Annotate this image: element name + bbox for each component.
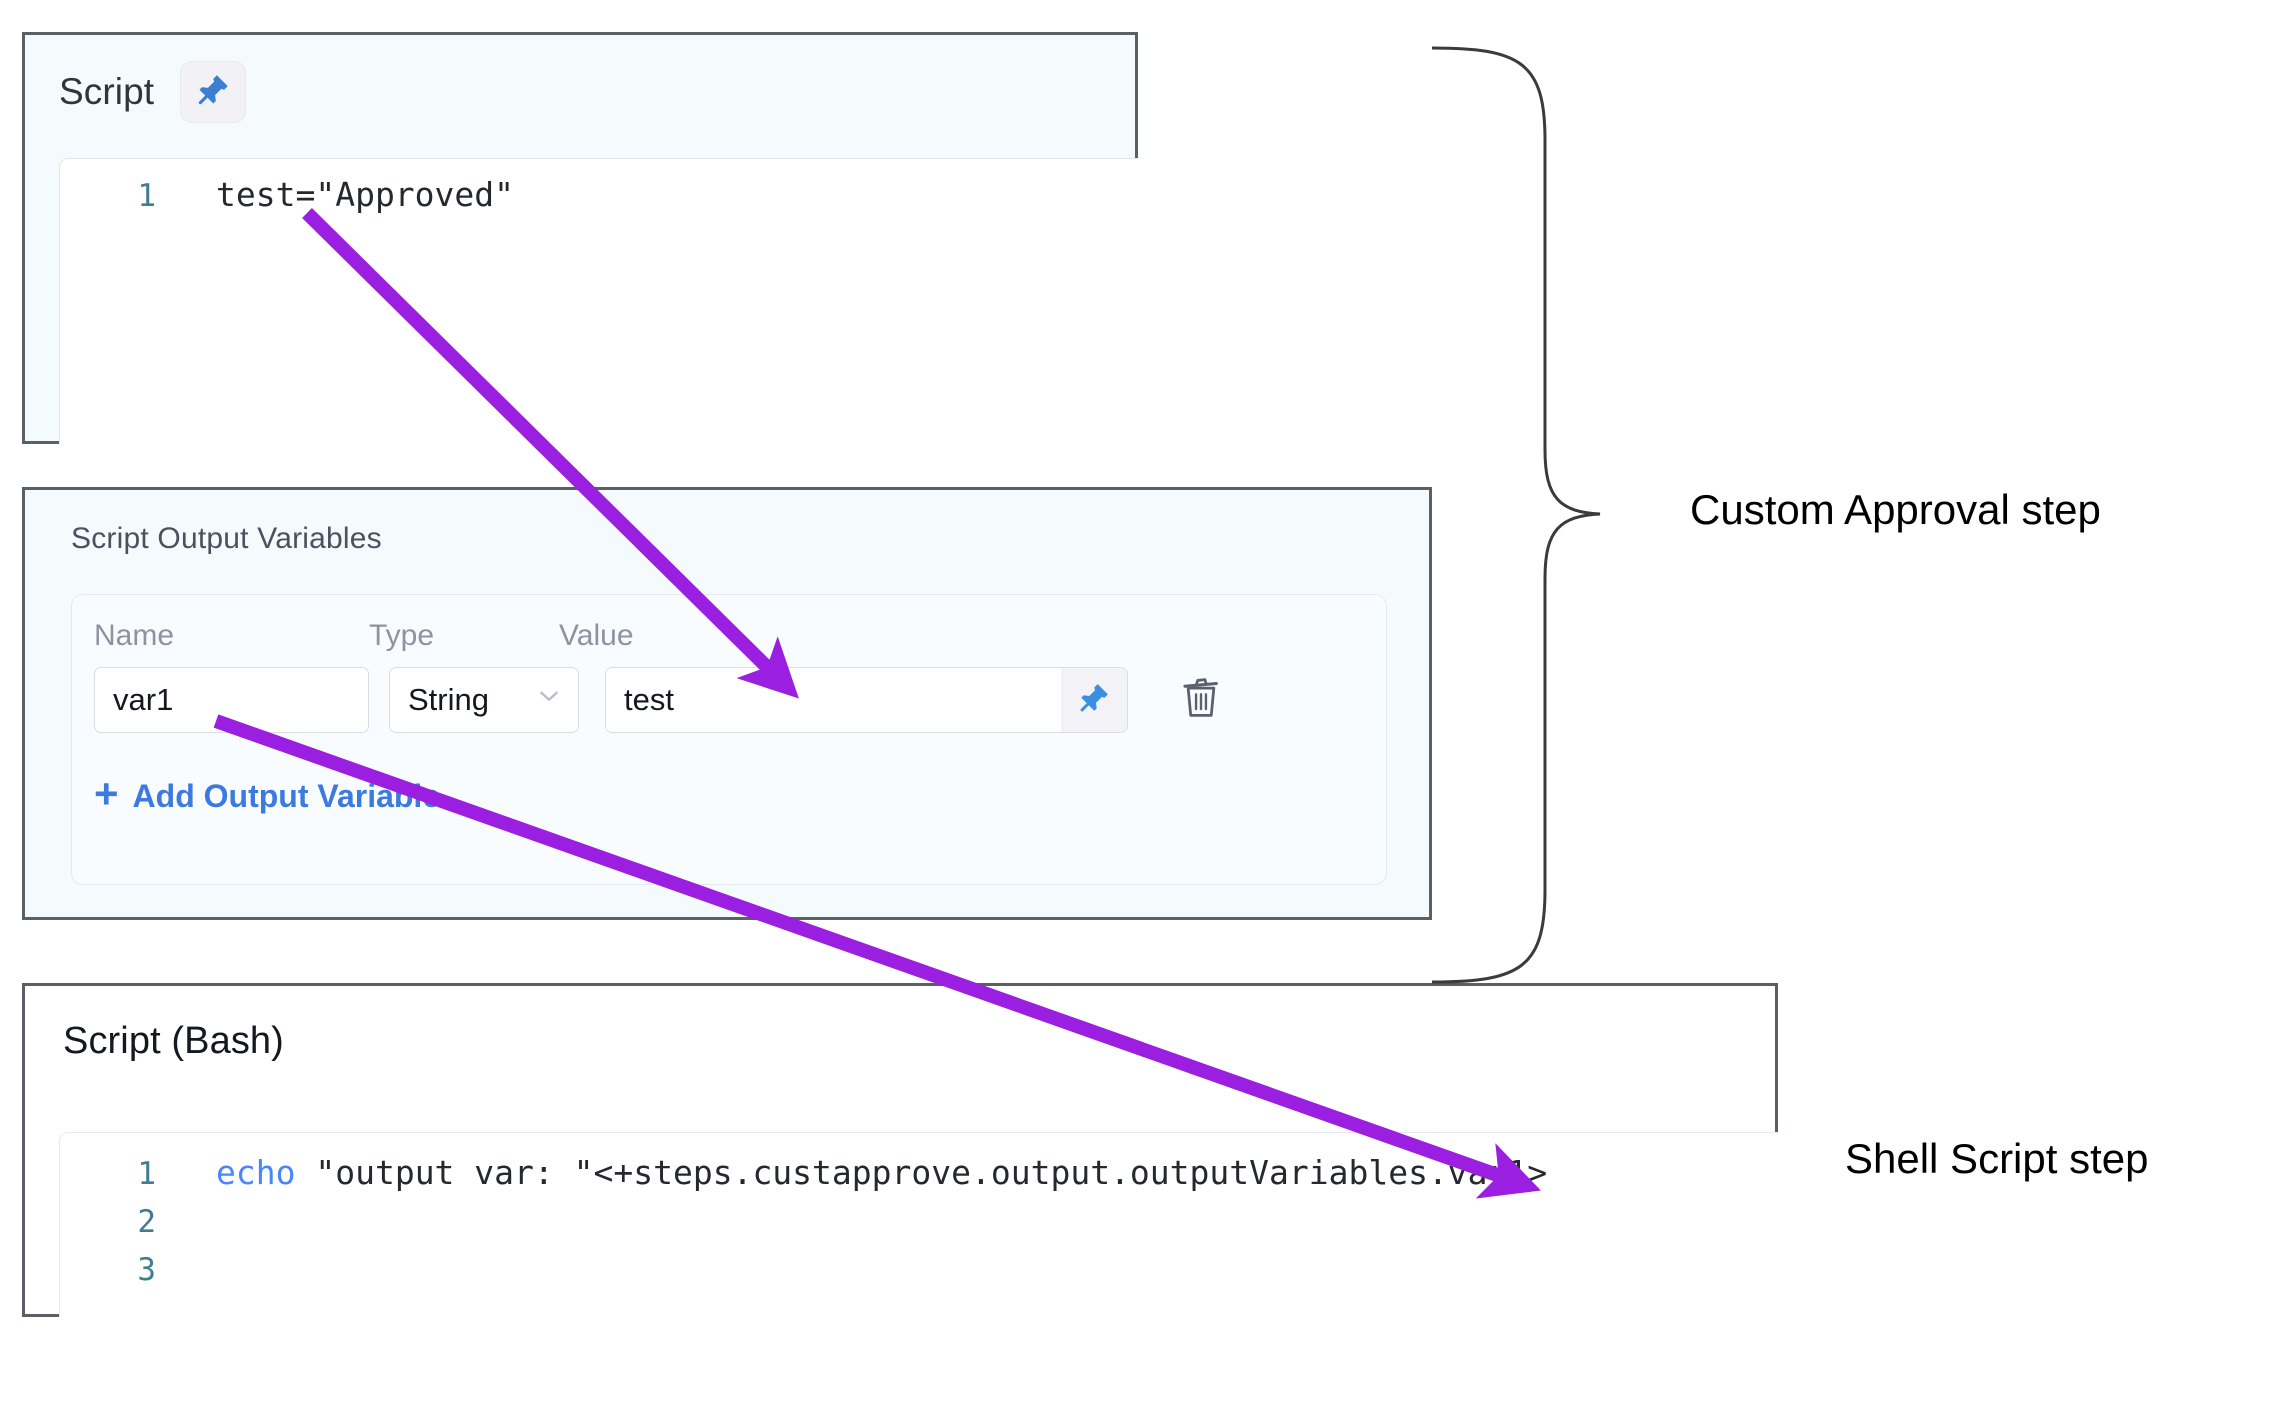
bash-code-editor[interactable]: 1 echo "output var: "<+steps.custapprove… (59, 1132, 1778, 1317)
delete-variable-button[interactable] (1176, 672, 1226, 728)
shell-script-step-label: Shell Script step (1845, 1135, 2149, 1182)
code-keyword: echo (216, 1153, 296, 1192)
script-panel-title: Script (59, 71, 155, 112)
plus-icon: + (94, 770, 119, 817)
pushpin-icon (195, 72, 231, 113)
code-line: 1 echo "output var: "<+steps.custapprove… (60, 1133, 1778, 1192)
add-output-variable-label: Add Output Variable (132, 777, 441, 814)
pushpin-icon (1077, 681, 1111, 720)
output-variables-title: Script Output Variables (71, 522, 382, 555)
bash-panel-title: Script (Bash) (63, 1020, 284, 1062)
code-line: 3 (60, 1240, 1778, 1288)
output-variables-column-headers: Name Type Value (72, 595, 1386, 653)
line-number: 2 (137, 1204, 156, 1240)
code-line: 2 (60, 1192, 1778, 1240)
line-number: 3 (137, 1252, 156, 1288)
script-output-variables-panel: Script Output Variables Name Type Value … (22, 487, 1432, 920)
bash-script-panel: Script (Bash) 1 echo "output var: "<+ste… (22, 983, 1778, 1317)
code-line: 1 test="Approved" (60, 159, 1138, 214)
code-rest: "output var: "<+steps.custapprove.output… (295, 1153, 1548, 1192)
column-header-name: Name (94, 619, 175, 652)
line-number: 1 (137, 1156, 156, 1192)
pushpin-icon-button[interactable] (180, 61, 247, 123)
value-pushpin-icon-button[interactable] (1061, 668, 1127, 732)
chevron-down-icon (534, 681, 564, 719)
code-line-text: echo "output var: "<+steps.custapprove.o… (156, 1153, 1547, 1192)
script-code-editor[interactable]: 1 test="Approved" (59, 158, 1138, 444)
script-panel-header: Script (25, 35, 1135, 123)
script-panel: Script 1 test="Approved" (22, 32, 1138, 444)
variable-value-input[interactable]: test (606, 668, 1061, 732)
variable-value-group: test (605, 667, 1128, 733)
output-variable-row: var1 String test (72, 653, 1386, 733)
variable-type-select[interactable]: String (389, 667, 579, 733)
trash-icon (1179, 674, 1223, 727)
curly-brace-right (1431, 46, 1601, 984)
variable-name-input[interactable]: var1 (94, 667, 369, 733)
custom-approval-step-label: Custom Approval step (1690, 486, 2101, 533)
code-line-text: test="Approved" (216, 175, 515, 214)
add-output-variable-button[interactable]: + Add Output Variable (72, 733, 1386, 817)
column-header-type: Type (369, 619, 435, 652)
output-variables-card: Name Type Value var1 String test (71, 594, 1387, 885)
variable-type-value: String (408, 682, 489, 717)
column-header-value: Value (559, 619, 634, 652)
line-number: 1 (137, 178, 156, 214)
